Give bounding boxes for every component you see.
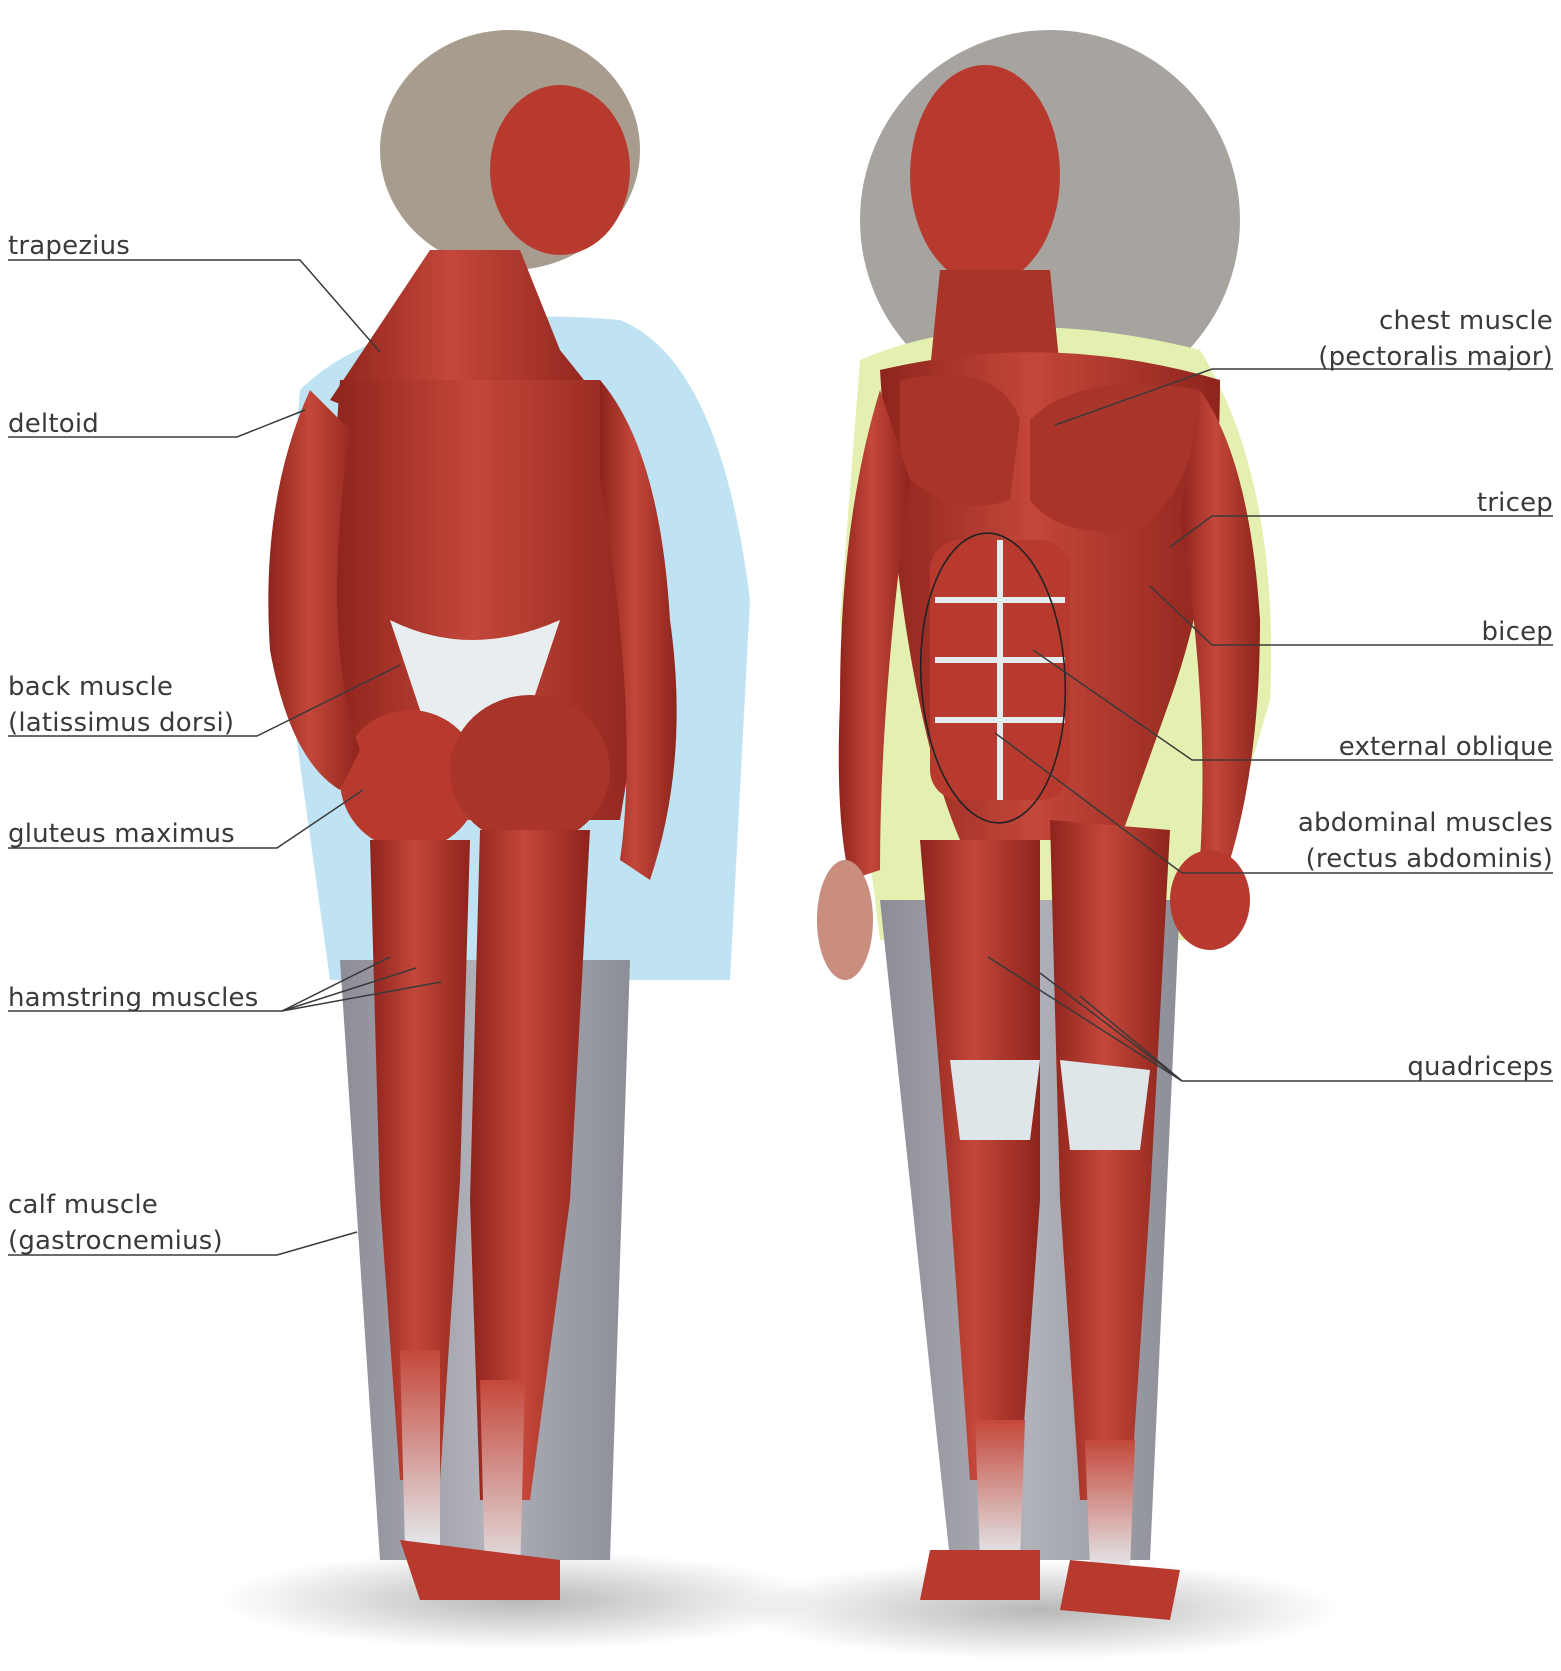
left-knee-tendon [950,1060,1040,1140]
label-line: hamstring muscles [8,980,258,1016]
right-ankle-tendon [480,1380,525,1580]
label-line: external oblique [1339,729,1553,765]
label-line: (gastrocnemius) [8,1223,223,1259]
right-hand [1170,850,1250,950]
label-line: calf muscle [8,1187,223,1223]
label-calf-muscle: calf muscle (gastrocnemius) [8,1187,223,1259]
label-line: (pectoralis major) [1318,339,1553,375]
label-tricep: tricep [1477,485,1553,521]
label-line: (rectus abdominis) [1298,841,1553,877]
rectus-abdominis [930,540,1070,800]
label-line: tricep [1477,485,1553,521]
label-line: deltoid [8,406,99,442]
head-muscles [910,65,1060,285]
label-quadriceps: quadriceps [1407,1049,1553,1085]
right-ankle-tendon [1085,1440,1135,1570]
leader-lines [8,260,1553,1255]
label-hamstring: hamstring muscles [8,980,258,1016]
front-view-figure [740,30,1340,1660]
label-line: (latissimus dorsi) [8,705,234,741]
left-ankle-tendon [975,1420,1025,1560]
right-knee-tendon [1060,1060,1150,1150]
label-line: quadriceps [1407,1049,1553,1085]
gluteus-right [450,695,610,845]
head-muscles [490,85,630,255]
label-gluteus-maximus: gluteus maximus [8,816,235,852]
label-line: trapezius [8,228,130,264]
feet [1060,1560,1180,1620]
label-bicep: bicep [1481,614,1553,650]
label-external-oblique: external oblique [1339,729,1553,765]
left-hand [817,860,873,980]
label-line: bicep [1481,614,1553,650]
label-deltoid: deltoid [8,406,99,442]
label-chest-muscle: chest muscle (pectoralis major) [1318,303,1553,375]
left-ankle-tendon [400,1350,440,1550]
label-line: abdominal muscles [1298,805,1553,841]
label-line: back muscle [8,669,234,705]
label-trapezius: trapezius [8,228,130,264]
feet [920,1550,1040,1600]
label-line: chest muscle [1318,303,1553,339]
leader-trapezius [8,260,380,352]
back-view-figure [220,30,820,1650]
label-back-muscle: back muscle (latissimus dorsi) [8,669,234,741]
label-line: gluteus maximus [8,816,235,852]
label-abdominal-muscles: abdominal muscles (rectus abdominis) [1298,805,1553,877]
